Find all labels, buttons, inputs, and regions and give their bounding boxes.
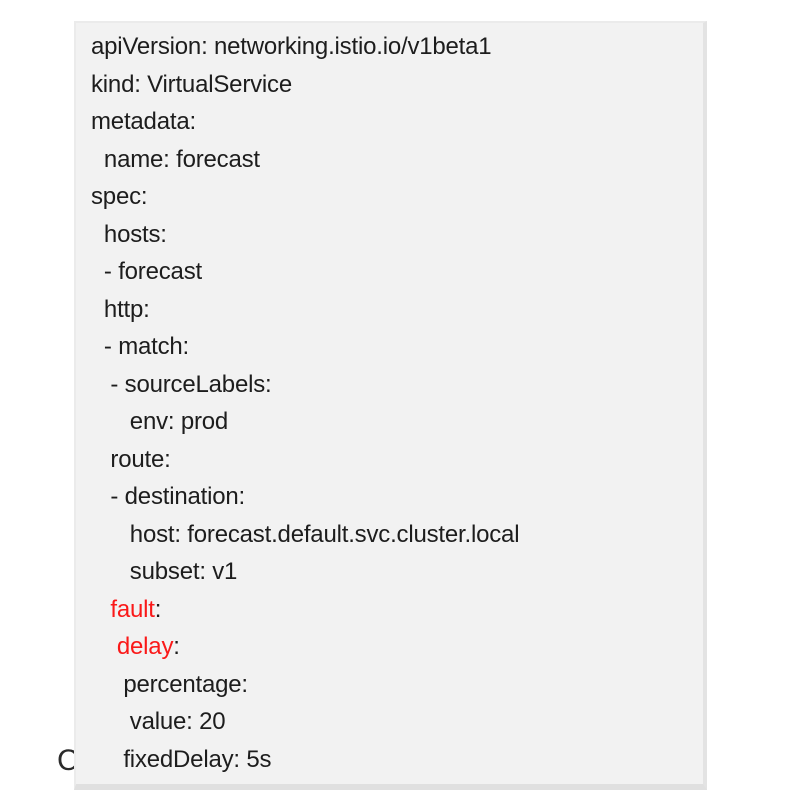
code-segment: kind: VirtualService: [91, 70, 292, 98]
code-line: env: prod: [91, 403, 697, 441]
code-segment: route:: [91, 445, 171, 473]
code-segment: http:: [91, 295, 150, 323]
code-line: - forecast: [91, 253, 697, 291]
code-segment: - match:: [91, 333, 190, 360]
yaml-code-box: apiVersion: networking.istio.io/v1beta1 k…: [74, 21, 707, 790]
occluded-character: C: [57, 744, 79, 777]
code-line: name: forecast: [91, 141, 697, 179]
code-segment: :: [173, 633, 180, 660]
code-line: route:: [91, 441, 697, 479]
code-line: fault:: [91, 591, 697, 629]
code-segment: subset: v1: [91, 558, 238, 585]
code-line: hosts:: [91, 216, 697, 254]
code-segment: apiVersion: networking.istio.io/v1beta1: [91, 33, 492, 60]
code-line: host: forecast.default.svc.cluster.local: [91, 516, 697, 554]
code-line: http:: [91, 291, 697, 329]
code-line: value: 20: [91, 703, 697, 741]
code-segment: spec:: [91, 183, 148, 210]
code-line: apiVersion: networking.istio.io/v1beta1: [91, 28, 697, 66]
code-segment: - destination:: [91, 483, 246, 510]
code-segment: host: forecast.default.svc.cluster.local: [91, 520, 520, 548]
code-line: fixedDelay: 5s: [91, 741, 697, 779]
code-line: kind: VirtualService: [91, 66, 697, 104]
code-segment: - sourceLabels:: [91, 370, 272, 398]
code-segment: metadata:: [91, 108, 196, 135]
yaml-code-block: apiVersion: networking.istio.io/v1beta1 k…: [76, 23, 703, 778]
code-segment: hosts:: [91, 220, 167, 248]
code-line: metadata:: [91, 103, 697, 141]
code-segment: env: prod: [91, 408, 229, 435]
code-segment: fixedDelay: 5s: [91, 745, 272, 773]
yaml-fault-keyword: delay: [116, 633, 174, 660]
code-segment: [91, 596, 110, 623]
code-line: - destination:: [91, 478, 697, 516]
code-segment: percentage:: [91, 670, 248, 698]
yaml-fault-keyword: fault: [110, 595, 155, 623]
code-segment: [91, 633, 117, 660]
code-segment: - forecast: [91, 258, 202, 285]
code-line: - match:: [91, 328, 697, 366]
code-segment: value: 20: [91, 708, 226, 735]
code-line: percentage:: [91, 666, 697, 704]
code-line: delay:: [91, 628, 697, 666]
code-segment: name: forecast: [91, 145, 260, 173]
code-line: subset: v1: [91, 553, 697, 591]
code-line: - sourceLabels:: [91, 366, 697, 404]
code-segment: :: [154, 595, 162, 623]
code-line: spec:: [91, 178, 697, 216]
